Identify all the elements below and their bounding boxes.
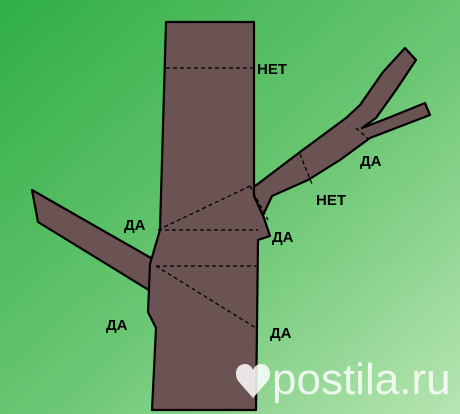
cut-line-right-middle xyxy=(299,153,313,185)
watermark: postila.ru xyxy=(235,355,451,404)
cut-line-upper-diagonal xyxy=(157,185,251,231)
watermark-text: postila.ru xyxy=(272,355,451,404)
tree xyxy=(30,20,432,412)
label-upper-right-base: ДА xyxy=(272,229,294,246)
label-lower-right: ДА xyxy=(270,325,292,342)
branch-right xyxy=(240,46,432,228)
cut-line-fork xyxy=(355,127,373,143)
heart-pin-icon xyxy=(235,364,271,398)
label-upper-right-fork: ДА xyxy=(360,153,382,170)
label-upper-left: ДА xyxy=(124,217,146,234)
label-top-cut: НЕТ xyxy=(257,61,287,78)
label-upper-right-middle: НЕТ xyxy=(316,192,346,209)
trunk xyxy=(146,20,272,412)
cut-line-lower-diagonal xyxy=(155,265,257,329)
cut-lines xyxy=(155,67,373,329)
label-lower-left: ДА xyxy=(106,317,128,334)
